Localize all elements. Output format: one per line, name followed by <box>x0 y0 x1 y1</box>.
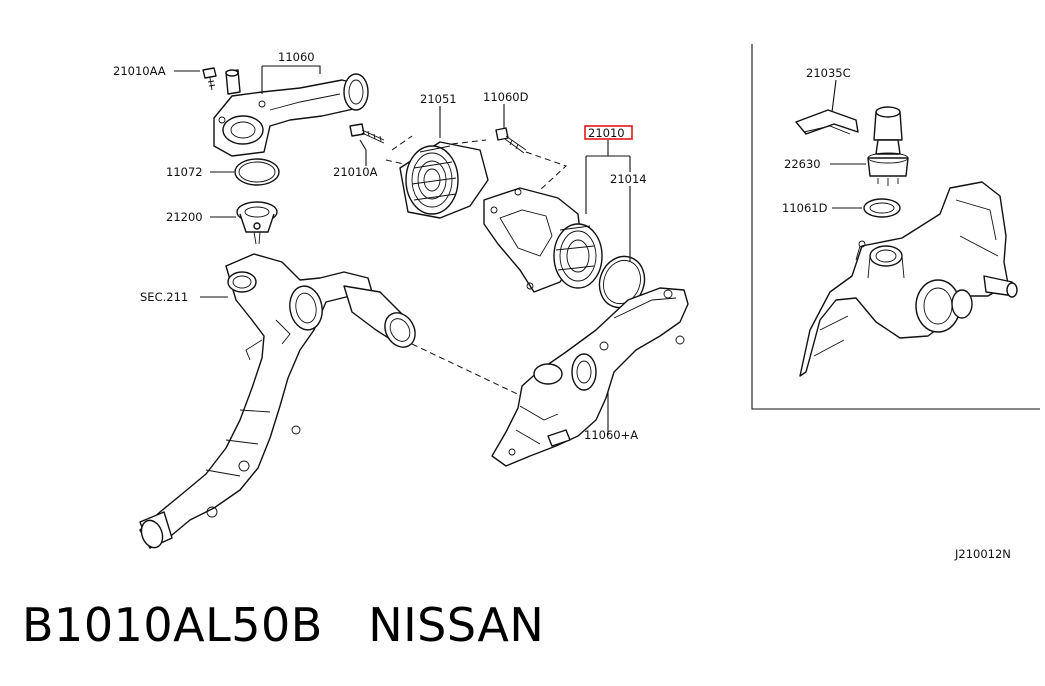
caption-brand: NISSAN <box>368 598 545 652</box>
thermostat-21200-drawing <box>236 201 278 245</box>
gasket-11061d-drawing <box>863 198 901 218</box>
label-11060d: 11060D <box>483 90 529 104</box>
diagram-code: J210012N <box>954 547 1011 561</box>
bolt-11060d-drawing <box>495 127 527 154</box>
caption-part-number: B1010AL50B <box>22 598 323 652</box>
clip-21035c-drawing <box>795 109 859 135</box>
pulley-21051-drawing <box>399 141 489 219</box>
label-11061d: 11061D <box>782 201 828 215</box>
label-21010a: 21010A <box>333 165 378 179</box>
label-22630: 22630 <box>784 157 821 171</box>
label-sec-211: SEC.211 <box>140 290 188 304</box>
sensor-22630-drawing <box>867 106 909 186</box>
caption: B1010AL50B NISSAN <box>22 598 544 652</box>
label-11060a: 11060+A <box>584 428 638 442</box>
pipe-11060-drawing <box>213 69 369 157</box>
housing-11060a-drawing <box>491 287 689 467</box>
label-21010: 21010 <box>588 126 625 140</box>
label-21035c: 21035C <box>806 66 851 80</box>
label-21010aa: 21010AA <box>113 64 166 78</box>
label-21014: 21014 <box>610 172 647 186</box>
highlight-box-21010 <box>584 125 633 140</box>
label-11060: 11060 <box>278 50 315 64</box>
inset-frame <box>751 44 1040 410</box>
bolt-21010a-drawing <box>349 123 385 144</box>
label-21200: 21200 <box>166 210 203 224</box>
bolt-21010aa-drawing <box>202 67 217 91</box>
sec-211-housing-drawing <box>139 253 416 549</box>
label-11072: 11072 <box>166 165 203 179</box>
water-pump-21010-drawing <box>483 187 603 293</box>
oring-11072-drawing <box>234 158 280 186</box>
inset-housing-drawing <box>799 181 1018 377</box>
label-21051: 21051 <box>420 92 457 106</box>
